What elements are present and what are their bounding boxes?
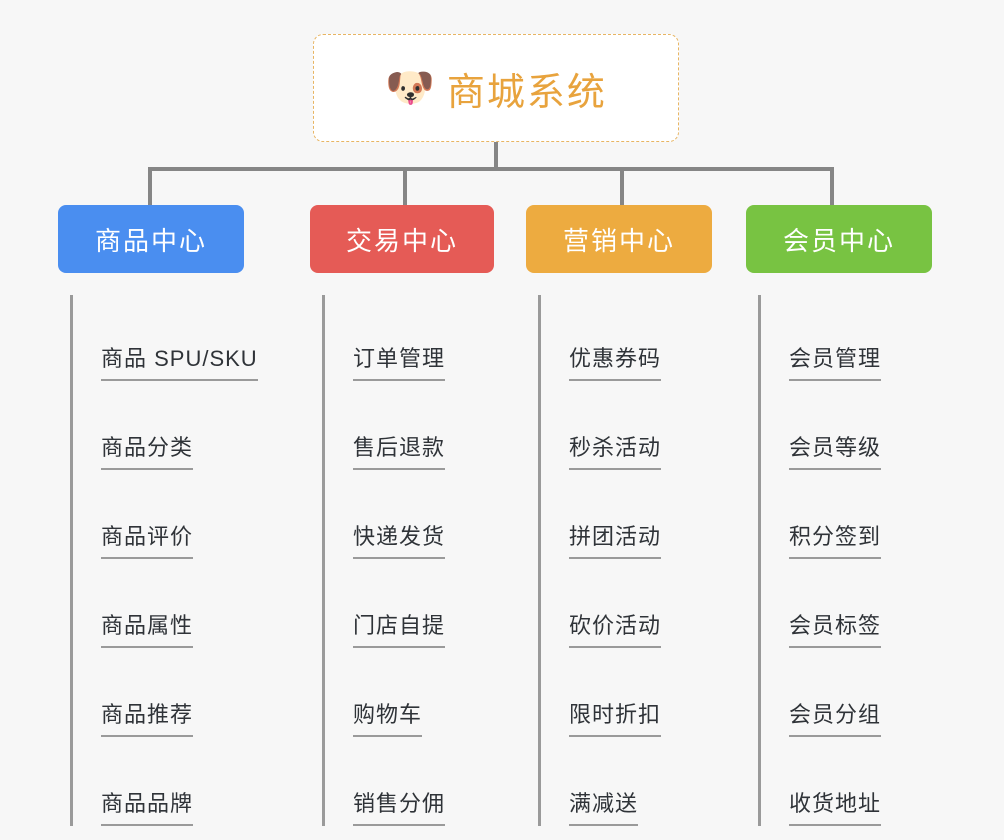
leaf-label: 会员等级: [789, 430, 882, 470]
leaf-item[interactable]: 会员标签: [761, 559, 932, 648]
branch-leaf-list-4: 会员管理 会员等级 积分签到 会员标签 会员分组 收货地址: [758, 295, 932, 826]
leaf-label: 会员标签: [789, 608, 882, 648]
branch-header-label: 会员中心: [782, 225, 895, 256]
leaf-label: 收货地址: [789, 786, 882, 826]
leaf-label: 积分签到: [789, 519, 882, 559]
leaf-label: 商品属性: [101, 608, 194, 648]
leaf-label: 商品 SPU/SKU: [101, 341, 258, 381]
branch-header-3[interactable]: 营销中心: [526, 205, 712, 273]
leaf-item[interactable]: 门店自提: [325, 559, 494, 648]
branch-header-2[interactable]: 交易中心: [310, 205, 494, 273]
leaf-item[interactable]: 积分签到: [761, 470, 932, 559]
leaf-item[interactable]: 订单管理: [325, 297, 494, 381]
leaf-label: 商品评价: [101, 519, 194, 559]
leaf-item[interactable]: 会员分组: [761, 648, 932, 737]
leaf-item[interactable]: 收货地址: [761, 737, 932, 826]
root-node[interactable]: 🐶 商城系统: [313, 34, 679, 142]
connector-horizontal-bar: [148, 167, 834, 171]
connector-drop-1: [148, 167, 152, 209]
branch-header-label: 营销中心: [562, 225, 675, 256]
root-title: 商城系统: [446, 71, 607, 114]
shiba-dog-face-icon: 🐶: [385, 66, 435, 110]
connector-root-stub: [494, 142, 498, 170]
leaf-item[interactable]: 销售分佣: [325, 737, 494, 826]
branch-column-4: 会员中心 会员管理 会员等级 积分签到 会员标签 会员分组 收货地址: [746, 205, 932, 826]
leaf-label: 砍价活动: [569, 608, 662, 648]
leaf-label: 会员管理: [789, 341, 882, 381]
leaf-label: 商品分类: [101, 430, 194, 470]
leaf-label: 限时折扣: [569, 697, 662, 737]
leaf-label: 订单管理: [353, 341, 446, 381]
leaf-item[interactable]: 拼团活动: [541, 470, 712, 559]
leaf-label: 拼团活动: [569, 519, 662, 559]
leaf-label: 快递发货: [353, 519, 446, 559]
leaf-item[interactable]: 限时折扣: [541, 648, 712, 737]
leaf-item[interactable]: 商品 SPU/SKU: [73, 297, 258, 381]
leaf-label: 商品品牌: [101, 786, 194, 826]
branch-leaf-list-2: 订单管理 售后退款 快递发货 门店自提 购物车 销售分佣: [322, 295, 494, 826]
leaf-item[interactable]: 会员等级: [761, 381, 932, 470]
leaf-item[interactable]: 满减送: [541, 737, 712, 826]
leaf-label: 满减送: [569, 786, 639, 826]
branch-leaf-list-1: 商品 SPU/SKU 商品分类 商品评价 商品属性 商品推荐 商品品牌: [70, 295, 258, 826]
leaf-item[interactable]: 优惠券码: [541, 297, 712, 381]
leaf-item[interactable]: 商品分类: [73, 381, 244, 470]
leaf-label: 购物车: [353, 697, 423, 737]
leaf-label: 会员分组: [789, 697, 882, 737]
leaf-item[interactable]: 秒杀活动: [541, 381, 712, 470]
connector-drop-2: [403, 167, 407, 209]
branch-header-label: 商品中心: [94, 225, 207, 256]
leaf-label: 商品推荐: [101, 697, 194, 737]
leaf-item[interactable]: 砍价活动: [541, 559, 712, 648]
leaf-label: 销售分佣: [353, 786, 446, 826]
leaf-label: 售后退款: [353, 430, 446, 470]
leaf-item[interactable]: 快递发货: [325, 470, 494, 559]
leaf-item[interactable]: 商品品牌: [73, 737, 244, 826]
leaf-item[interactable]: 商品属性: [73, 559, 244, 648]
branch-column-3: 营销中心 优惠券码 秒杀活动 拼团活动 砍价活动 限时折扣 满减送: [526, 205, 712, 826]
leaf-label: 门店自提: [353, 608, 446, 648]
leaf-label: 秒杀活动: [569, 430, 662, 470]
connector-drop-4: [830, 167, 834, 209]
leaf-item[interactable]: 商品评价: [73, 470, 244, 559]
branch-leaf-list-3: 优惠券码 秒杀活动 拼团活动 砍价活动 限时折扣 满减送: [538, 295, 712, 826]
branch-header-1[interactable]: 商品中心: [58, 205, 244, 273]
branch-column-1: 商品中心 商品 SPU/SKU 商品分类 商品评价 商品属性 商品推荐 商品品牌: [58, 205, 258, 826]
branch-column-2: 交易中心 订单管理 售后退款 快递发货 门店自提 购物车 销售分佣: [310, 205, 494, 826]
leaf-item[interactable]: 购物车: [325, 648, 494, 737]
leaf-label: 优惠券码: [569, 341, 662, 381]
leaf-item[interactable]: 会员管理: [761, 297, 932, 381]
branch-header-4[interactable]: 会员中心: [746, 205, 932, 273]
branch-header-label: 交易中心: [345, 225, 458, 256]
leaf-item[interactable]: 售后退款: [325, 381, 494, 470]
leaf-item[interactable]: 商品推荐: [73, 648, 244, 737]
connector-drop-3: [620, 167, 624, 209]
